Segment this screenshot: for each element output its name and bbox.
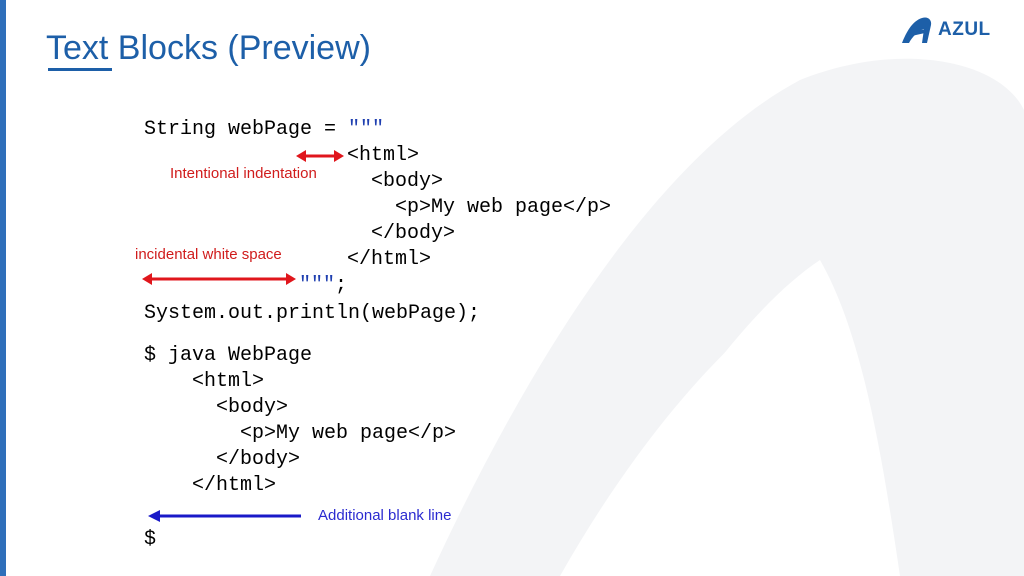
output-line: </body>	[216, 448, 301, 471]
logo-text: AZUL	[938, 19, 991, 40]
code-line: System.out.println(webPage);	[144, 302, 481, 325]
code-line: <p>My web page</p>	[395, 196, 612, 219]
code-line: """;	[299, 273, 347, 299]
left-accent-bar	[0, 0, 6, 576]
blank-line-arrow-icon	[148, 510, 301, 522]
azul-logo: AZUL	[900, 14, 991, 46]
output-line: <body>	[216, 396, 289, 419]
slide-title: Text Blocks (Preview)	[46, 29, 371, 67]
text-block-open-quotes: """	[348, 118, 385, 141]
incidental-white-space-arrow-icon	[142, 273, 296, 285]
code-line: <body>	[371, 170, 444, 193]
output-line: $	[144, 528, 157, 551]
title-underline	[48, 68, 112, 71]
additional-blank-line-label: Additional blank line	[318, 507, 452, 524]
text-block-close-quotes: """	[299, 274, 336, 297]
code-line: </html>	[347, 248, 432, 271]
code-text: String webPage =	[144, 118, 349, 141]
intentional-indentation-arrow-icon	[296, 150, 344, 162]
azul-logo-icon	[902, 17, 932, 43]
code-line: <html>	[347, 144, 420, 167]
code-line: </body>	[371, 222, 456, 245]
intentional-indentation-label: Intentional indentation	[170, 165, 317, 182]
output-line: $ java WebPage	[144, 344, 313, 367]
code-line: String webPage = """	[144, 117, 384, 143]
incidental-white-space-label: incidental white space	[135, 246, 282, 263]
code-text: ;	[335, 274, 348, 297]
output-line: </html>	[192, 474, 277, 497]
output-line: <html>	[192, 370, 265, 393]
output-line: <p>My web page</p>	[240, 422, 457, 445]
